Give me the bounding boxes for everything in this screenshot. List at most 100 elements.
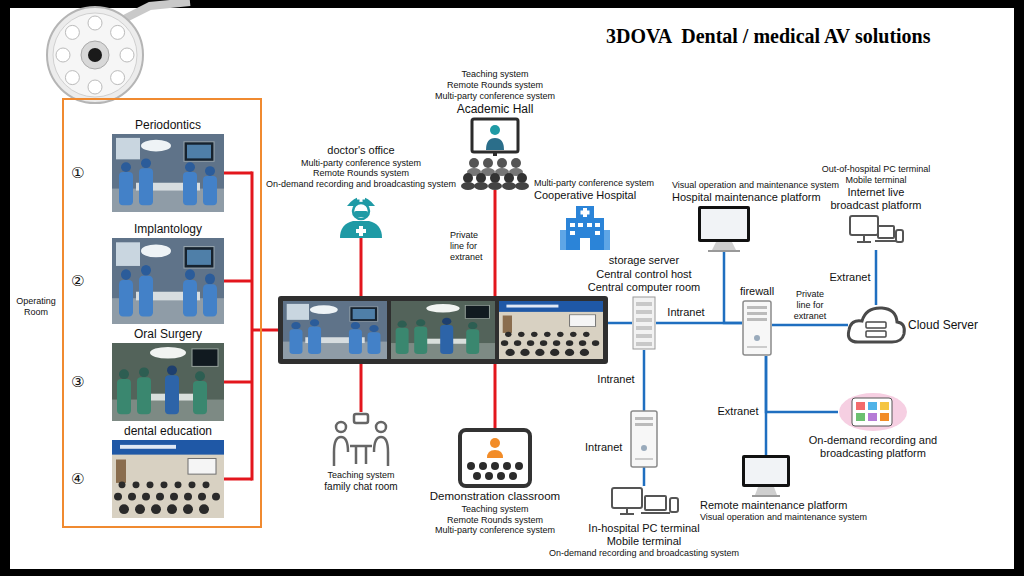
media-platform-icon: [880, 402, 889, 410]
red-wire: [224, 478, 252, 481]
photo-scene: [112, 134, 224, 212]
network-link: [875, 250, 878, 305]
surgical-lamp: [88, 80, 102, 94]
classroom-icon: [479, 462, 487, 470]
node-text: doctor's office: [327, 144, 394, 157]
node-text: Remote Rounds system: [447, 80, 543, 91]
monitor-icon: [742, 455, 790, 497]
link-label: Intranet: [665, 306, 706, 319]
doctor-icon: [356, 229, 366, 233]
lecture-hall-icon: [497, 158, 507, 168]
terminal-icon: [645, 496, 666, 510]
node-text: On-demand recording and broadcasting sys…: [549, 548, 739, 559]
media-platform-icon: [868, 402, 877, 410]
doctor-icon: [340, 194, 382, 238]
node-text: Mobile terminal: [607, 535, 682, 548]
server-rack-icon: [636, 334, 652, 338]
node-text: Out-of-hospital PC terminal: [822, 164, 931, 175]
node-text: On-demand recording and broadcasting sys…: [266, 179, 456, 190]
lecture-hall-icon: [511, 158, 521, 168]
node-text: Central control host: [596, 268, 691, 281]
node-text: Cooperative Hospital: [534, 189, 636, 202]
monitor-icon: [698, 206, 750, 252]
firewall-icon: [747, 318, 767, 321]
lecture-hall-icon: [474, 182, 488, 190]
lecture-hall-icon: [461, 182, 475, 190]
firewall-icon: [747, 346, 767, 348]
node-text: Operating Room: [12, 296, 60, 318]
photo-scene: [112, 238, 224, 324]
server-rack-icon: [636, 310, 652, 314]
node-text: Implantology: [134, 222, 202, 236]
hospital-icon: [581, 211, 590, 215]
node-text: Oral Surgery: [134, 327, 202, 341]
hospital-icon: [576, 206, 594, 219]
lecture-hall-icon: [472, 119, 518, 152]
surgical-lamp: [122, 2, 190, 20]
server-rack-icon: [636, 326, 652, 330]
photo-scene: [112, 134, 224, 518]
callout-number: ①: [71, 164, 84, 182]
display-screen: [278, 296, 608, 364]
photo-panel: Periodontics: [112, 134, 224, 212]
lecture-hall-icon: [469, 158, 479, 168]
node-caption: Teaching systemRemote Rounds systemMulti…: [435, 69, 555, 116]
lecture-hall-icon: [490, 173, 500, 183]
server-rack-icon: [636, 318, 652, 322]
firewall-icon: [747, 312, 767, 315]
node-caption: Demonstration classroomTeaching systemRe…: [430, 490, 560, 536]
surgical-lamp: [56, 48, 70, 62]
icon-node: Teaching systemRemote Rounds systemMulti…: [460, 118, 530, 190]
node-caption: Implantology: [134, 222, 202, 236]
network-link: [724, 252, 742, 323]
node-text: Multi-party conference system: [301, 158, 421, 169]
node-caption: firewall: [740, 285, 774, 298]
node-caption: dental education: [124, 424, 212, 438]
node-text: Teaching system: [327, 470, 394, 481]
node-text: Cloud Server: [908, 318, 978, 332]
icon-node: Visual operation and maintenance systemH…: [698, 206, 750, 252]
terminal-icon: [612, 488, 642, 508]
lecture-hall-icon: [493, 152, 497, 156]
node-text: Remote maintenance platform: [700, 499, 847, 512]
node-text: Hospital maintenance platform: [672, 191, 821, 204]
icon-node: Demonstration classroomTeaching systemRe…: [458, 428, 532, 488]
media-platform-icon: [839, 393, 907, 431]
node-text: Remote Rounds system: [313, 168, 409, 179]
classroom-icon: [473, 472, 481, 480]
pc-tower-icon: [635, 458, 653, 460]
hospital-icon: [595, 223, 600, 227]
monitor-icon: [745, 458, 787, 484]
classroom-icon: [460, 430, 530, 486]
cloud-icon: [866, 331, 886, 337]
chat-room-icon: [376, 422, 386, 432]
node-text: Visual operation and maintenance system: [700, 512, 867, 523]
link-label: Extranet: [716, 405, 761, 418]
pc-tower-icon: [631, 411, 657, 467]
monitor-icon: [752, 495, 780, 497]
node-caption: Remote maintenance platformVisual operat…: [700, 499, 867, 523]
node-text: Multi-party conference system: [435, 91, 555, 102]
photo-scene: [112, 343, 224, 421]
hospital-icon: [560, 206, 610, 250]
cloud-icon: [866, 322, 886, 328]
server-rack-icon: [633, 297, 655, 349]
callout-number: ④: [71, 470, 84, 488]
media-platform-icon: [856, 413, 865, 421]
hospital-icon: [580, 238, 590, 250]
surgical-lamp: [47, 7, 143, 103]
lecture-hall-icon: [483, 158, 493, 168]
node-text: Teaching system: [461, 504, 528, 515]
classroom-icon: [485, 472, 493, 480]
doctor-icon: [340, 221, 382, 238]
node-caption: Periodontics: [135, 118, 201, 132]
surgical-lamp: [111, 71, 125, 85]
lecture-hall-icon: [488, 182, 502, 190]
terminal-icon: [850, 216, 878, 235]
icon-node: Remote maintenance platformVisual operat…: [742, 455, 790, 497]
network-wire: [608, 323, 632, 324]
node-caption: Cloud Server: [908, 318, 978, 332]
